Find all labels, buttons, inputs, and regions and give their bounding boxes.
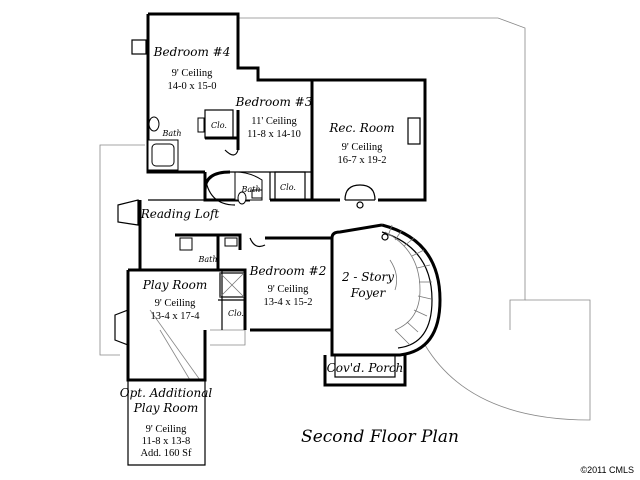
- reading-loft-name: Reading Loft: [140, 207, 220, 221]
- foyer-name-line1: 2 - Story: [341, 270, 394, 284]
- copyright: ©2011 CMLS: [581, 465, 635, 475]
- bedroom3-name: Bedroom #3: [235, 95, 313, 109]
- play-room-size: 13-4 x 17-4: [151, 311, 201, 322]
- room-bedroom4: Bedroom #4 9' Ceiling 14-0 x 15-0: [153, 45, 231, 92]
- opt-play-room-ceiling: 9' Ceiling: [146, 424, 187, 435]
- bedroom2-ceiling: 9' Ceiling: [268, 284, 309, 295]
- rec-room-size: 16-7 x 19-2: [338, 155, 387, 166]
- rec-room-ceiling: 9' Ceiling: [342, 142, 383, 153]
- room-porch: Cov'd. Porch: [327, 361, 404, 375]
- room-rec-room: Rec. Room 9' Ceiling 16-7 x 19-2: [328, 121, 394, 166]
- closet-label-c: Clo.: [228, 309, 244, 318]
- room-bedroom2: Bedroom #2 9' Ceiling 13-4 x 15-2: [249, 264, 327, 308]
- bedroom4-name: Bedroom #4: [153, 45, 231, 59]
- room-foyer: 2 - Story Foyer: [341, 270, 394, 300]
- foyer-name-line2: Foyer: [350, 286, 387, 300]
- fixtures: [114, 39, 432, 346]
- plan-title: Second Floor Plan: [301, 427, 459, 447]
- opt-play-room-extra: Add. 160 Sf: [140, 448, 192, 459]
- closet-label-a: Clo.: [211, 121, 227, 130]
- play-room-name: Play Room: [142, 278, 208, 292]
- bedroom3-ceiling: 11' Ceiling: [251, 116, 297, 127]
- bedroom4-ceiling: 9' Ceiling: [172, 68, 213, 79]
- rec-room-name: Rec. Room: [328, 121, 394, 135]
- small-labels: Bath Bath Bath Clo. Clo. Clo.: [161, 121, 295, 318]
- roof-outline: [99, 17, 591, 421]
- play-room-ceiling: 9' Ceiling: [155, 298, 196, 309]
- closet-label-b: Clo.: [280, 183, 296, 192]
- bedroom4-size: 14-0 x 15-0: [168, 81, 217, 92]
- opt-play-room-name-line1: Opt. Additional: [120, 386, 213, 400]
- bath-label-c: Bath: [197, 255, 217, 264]
- room-reading-loft: Reading Loft: [140, 207, 220, 221]
- room-bedroom3: Bedroom #3 11' Ceiling 11-8 x 14-10: [235, 95, 313, 140]
- opt-play-room-size: 11-8 x 13-8: [142, 436, 191, 447]
- bedroom2-size: 13-4 x 15-2: [264, 297, 313, 308]
- opt-play-room-name-line2: Play Room: [133, 401, 199, 415]
- room-opt-play-room: Opt. Additional Play Room 9' Ceiling 11-…: [120, 386, 213, 459]
- bath-label-b: Bath: [240, 185, 260, 194]
- bath-label-a: Bath: [161, 129, 181, 138]
- room-play-room: Play Room 9' Ceiling 13-4 x 17-4: [142, 278, 208, 322]
- bedroom2-name: Bedroom #2: [249, 264, 327, 278]
- bedroom3-size: 11-8 x 14-10: [247, 129, 301, 140]
- porch-name: Cov'd. Porch: [327, 361, 404, 375]
